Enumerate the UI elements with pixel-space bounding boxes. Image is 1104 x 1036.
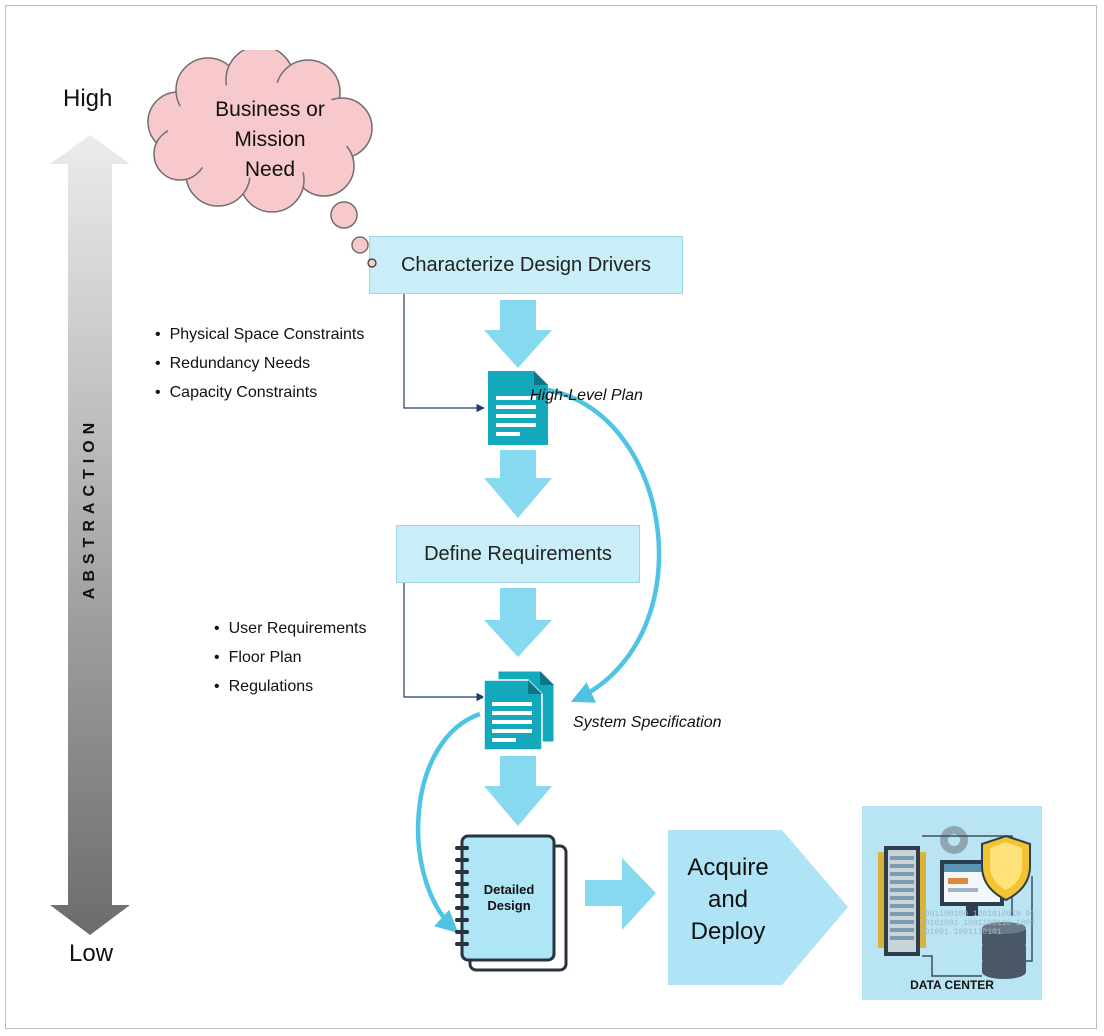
cloud-line-1: Business or — [215, 98, 325, 121]
data-center-label: DATA CENTER — [910, 978, 994, 992]
acquire-deploy-shape — [668, 830, 848, 985]
drivers-connector — [403, 294, 485, 413]
binary-pattern: 1001100100 1001010010 0100101001 1001100… — [920, 910, 1036, 937]
detailed-design-line-2: Design — [487, 898, 531, 913]
requirements-connector — [403, 583, 485, 702]
flow-arrow — [484, 756, 552, 826]
requirements-list: User Requirements Floor Plan Regulations — [214, 614, 367, 701]
high-level-plan-label: High-Level Plan — [530, 387, 643, 404]
cloud-line-2: Mission Need — [234, 128, 306, 181]
acquire-line-2: and — [707, 886, 749, 913]
characterize-design-drivers-box: Characterize Design Drivers — [369, 236, 683, 294]
system-specification-label: System Specification — [573, 714, 722, 731]
define-requirements-label: Define Requirements — [424, 542, 612, 565]
gear-icon — [940, 826, 968, 854]
thought-cloud — [147, 50, 373, 254]
list-item: User Requirements — [214, 614, 367, 643]
acquire-line-1: Acquire — [687, 854, 769, 881]
list-item: Capacity Constraints — [155, 378, 364, 407]
detailed-design-line-1: Detailed — [483, 882, 535, 897]
system-specification-icon — [483, 670, 555, 751]
detailed-design-label: Detailed Design — [474, 882, 544, 914]
high-level-to-spec-connector — [547, 387, 662, 703]
spec-to-detailed-connector — [415, 711, 481, 934]
flow-arrow — [484, 300, 552, 368]
acquire-line-3: Deploy — [690, 918, 766, 945]
flow-arrow — [484, 588, 552, 657]
axis-low-label: Low — [69, 940, 114, 967]
define-requirements-box: Define Requirements — [396, 525, 640, 583]
acquire-deploy-text: Acquire and Deploy — [668, 852, 788, 948]
detailed-design-notebook-icon — [455, 834, 568, 972]
abstraction-axis — [50, 135, 130, 935]
data-center-panel: 1001100100 1001010010 0100101001 1001100… — [862, 806, 1042, 1000]
design-drivers-list: Physical Space Constraints Redundancy Ne… — [155, 320, 365, 407]
flow-arrow — [484, 450, 552, 518]
thought-bubble-dot — [367, 258, 377, 268]
axis-high-label: High — [63, 85, 113, 112]
characterize-label: Characterize Design Drivers — [400, 253, 652, 276]
list-item: Physical Space Constraints — [155, 320, 365, 349]
data-center-illustration — [878, 826, 1033, 979]
list-item: Floor Plan — [214, 643, 366, 672]
flow-arrow — [585, 858, 656, 930]
diagram-frame — [5, 5, 1097, 1029]
list-item: Regulations — [214, 672, 366, 701]
high-level-plan-icon — [488, 371, 548, 445]
cloud-text: Business or Mission Need — [215, 95, 325, 185]
list-item: Redundancy Needs — [155, 349, 364, 378]
